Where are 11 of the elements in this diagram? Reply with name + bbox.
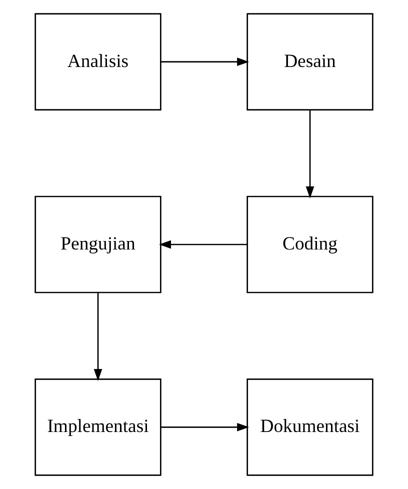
arrow (161, 58, 250, 66)
node-box: Dokumentasi (246, 378, 374, 476)
node-box: Pengujian (34, 196, 162, 294)
arrow (161, 422, 250, 432)
node-box: Desain (246, 13, 374, 110)
node-box: Coding (246, 196, 374, 294)
arrow (94, 292, 102, 382)
arrow (159, 240, 248, 249)
node-box: Analisis (34, 13, 162, 110)
arrow (306, 110, 314, 198)
node-box: Implementasi (34, 378, 162, 476)
